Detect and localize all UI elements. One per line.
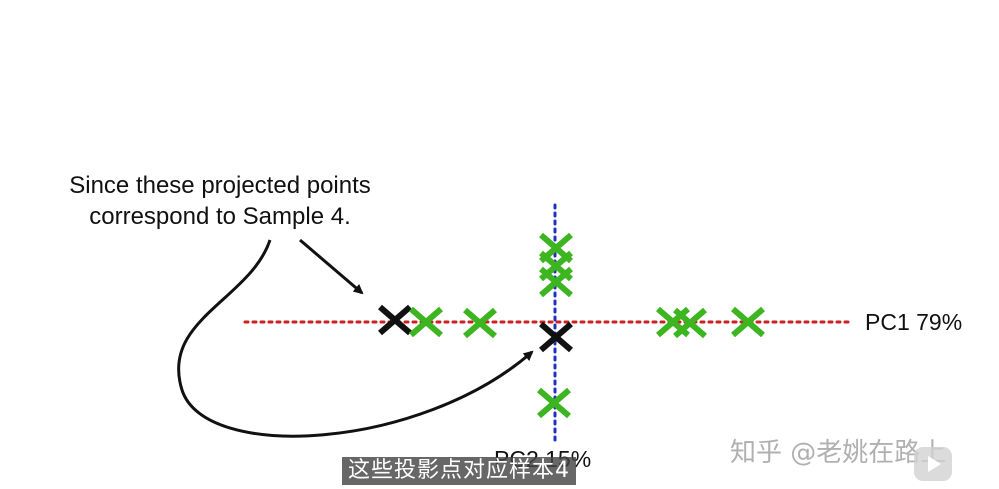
pc1-projection-green-2 [463, 307, 497, 339]
curved-arrow-icon [177, 239, 534, 438]
watermark: 知乎 @老姚在路上 [730, 438, 947, 468]
pc1-axis-label: PC1 79% [865, 309, 963, 335]
play-icon[interactable] [914, 447, 952, 481]
pc2-projection-green-4 [537, 387, 571, 419]
annotation-line-2: correspond to Sample 4. [89, 203, 351, 230]
pc1-projection-green-1 [409, 306, 443, 338]
annotation-text: Since these projected points correspond … [40, 170, 400, 232]
pc2-projection-green-3 [539, 266, 573, 298]
pc1-projection-green-4 [673, 307, 707, 339]
straight-arrow-icon [299, 238, 364, 295]
pc1-projection-black [378, 304, 412, 336]
annotation-line-1: Since these projected points [69, 172, 371, 199]
pc1-projection-green-5 [731, 306, 765, 338]
subtitle-caption: 这些投影点对应样本4 [342, 457, 576, 485]
pc2-projection-black [539, 321, 573, 353]
